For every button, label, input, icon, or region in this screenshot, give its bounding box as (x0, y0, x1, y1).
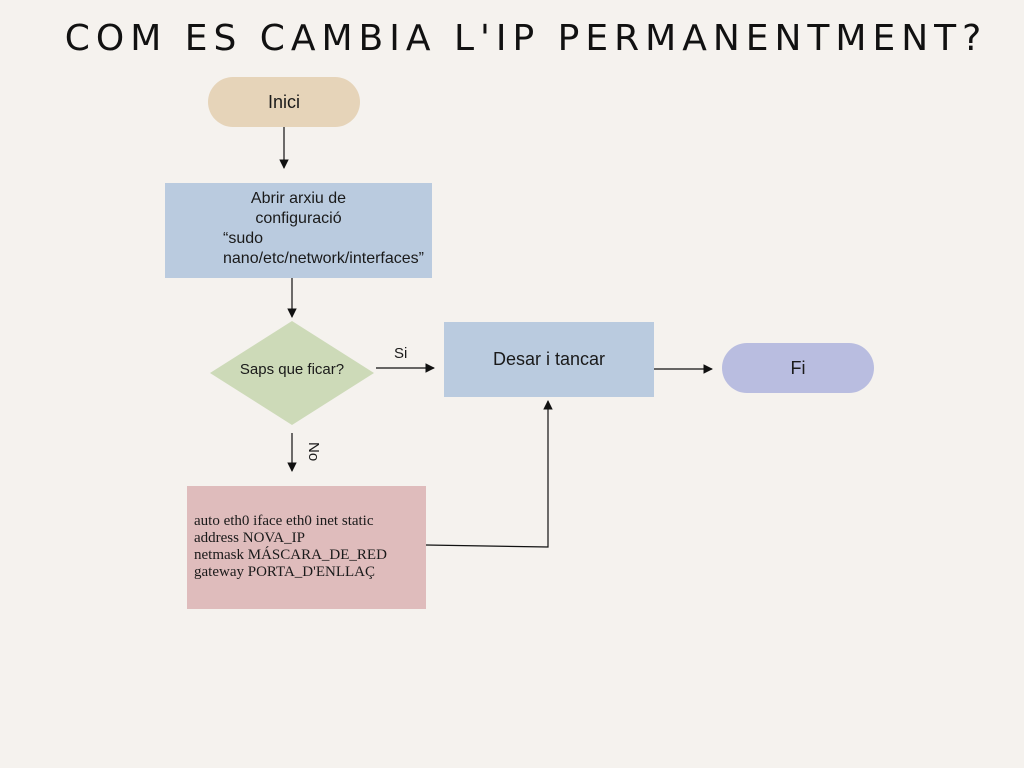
config-line3: netmask MÁSCARA_DE_RED (194, 547, 387, 563)
end-label: Fi (790, 357, 806, 378)
config-line2: address NOVA_IP (194, 530, 305, 546)
edge-label-no: No (305, 442, 322, 462)
open-config-line3: “sudo (223, 230, 264, 247)
end-node: Fi (722, 343, 874, 393)
open-config-line2: configuració (255, 210, 342, 227)
page-title: COM ES CAMBIA L'IP PERMANENTMENT? (64, 18, 988, 59)
save-label: Desar i tancar (492, 349, 606, 369)
config-line4: gateway PORTA_D'ENLLAÇ (194, 564, 375, 580)
save-node: Desar i tancar (444, 322, 654, 397)
edge-config-to-save (425, 400, 553, 548)
open-config-line1: Abrir arxiu de (250, 190, 347, 207)
start-node: Inici (208, 77, 360, 127)
config-content-node: auto eth0 iface eth0 inet static address… (187, 486, 426, 609)
open-config-line4: nano/etc/network/interfaces” (223, 250, 424, 267)
decision-label: Saps que ficar? (239, 361, 345, 378)
config-line1: auto eth0 iface eth0 inet static (194, 513, 374, 529)
start-label: Inici (267, 91, 300, 112)
edge-label-yes: Si (394, 345, 408, 362)
decision-diamond (210, 321, 374, 425)
open-config-node: Abrir arxiu de configuració “sudo nano/e… (165, 183, 432, 278)
